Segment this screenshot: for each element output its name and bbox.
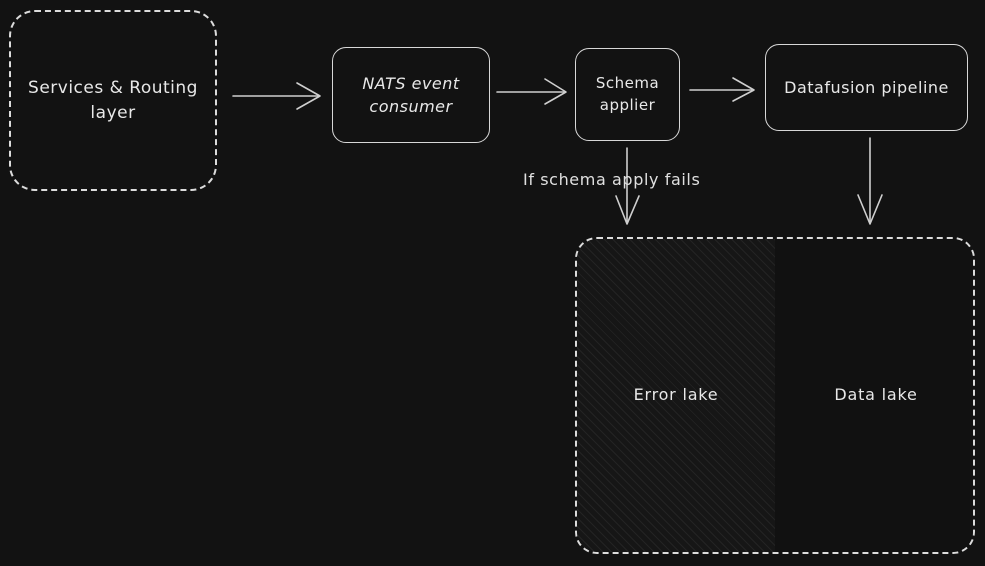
edge-schema-to-datafusion (689, 77, 755, 102)
error-lake-label: Error lake (633, 385, 719, 404)
node-datafusion-pipeline[interactable]: Datafusion pipeline (765, 44, 968, 131)
edge-label-if-schema-apply-fails: If schema apply fails (523, 170, 701, 189)
node-label: Schema applier (595, 73, 660, 114)
node-label: NATS event consumer (362, 73, 460, 116)
node-services-routing-layer[interactable]: Services & Routing layer (9, 10, 217, 191)
edge-datafusion-to-data-lake (857, 137, 883, 225)
node-nats-event-consumer[interactable]: NATS event consumer (332, 47, 490, 143)
region-error-lake[interactable]: Error lake (577, 239, 775, 552)
node-label: Services & Routing layer (28, 77, 198, 123)
node-lake-container[interactable]: Error lake Data lake (575, 237, 975, 554)
node-label: Datafusion pipeline (784, 77, 949, 97)
data-lake-label: Data lake (834, 385, 918, 404)
edge-services-to-nats (232, 82, 321, 110)
node-schema-applier[interactable]: Schema applier (575, 48, 680, 141)
region-data-lake[interactable]: Data lake (775, 239, 973, 552)
edge-nats-to-schema (496, 78, 567, 105)
